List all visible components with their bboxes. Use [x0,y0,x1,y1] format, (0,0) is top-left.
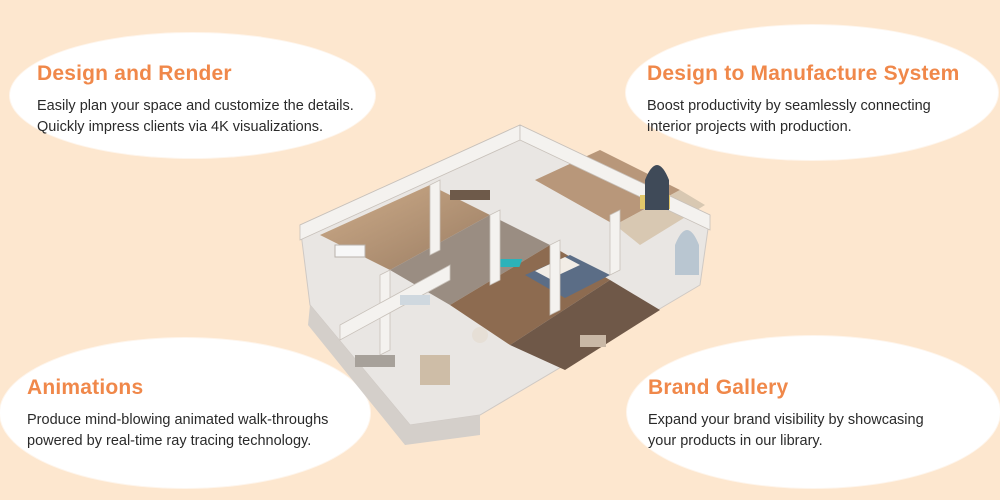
feature-bubble-brand-gallery [627,336,1000,488]
feature-line: Boost productivity by seamlessly connect… [647,98,931,114]
feature-title: Brand Gallery [648,376,789,399]
feature-bubble-design-render [10,33,375,158]
feature-description: Produce mind-blowing animated walk-throu… [27,410,367,452]
feature-bubble-animations [0,338,370,488]
feature-line: your products in our library. [648,433,823,449]
feature-title: Design to Manufacture System [647,62,960,85]
feature-animations: Animations Produce mind-blowing animated… [27,376,367,452]
feature-design-manufacture: Design to Manufacture System Boost produ… [647,62,992,138]
feature-line: Expand your brand visibility by showcasi… [648,412,924,428]
feature-description: Boost productivity by seamlessly connect… [647,96,992,138]
feature-design-render: Design and Render Easily plan your space… [37,62,377,138]
feature-title: Design and Render [37,62,232,85]
feature-brand-gallery: Brand Gallery Expand your brand visibili… [648,376,993,452]
feature-bubble-design-manufacture [626,25,998,160]
feature-description: Expand your brand visibility by showcasi… [648,410,993,452]
feature-title: Animations [27,376,144,399]
feature-line: powered by real-time ray tracing technol… [27,433,312,449]
feature-line: Quickly impress clients via 4K visualiza… [37,119,324,135]
floor-plan-illustration [299,124,711,445]
feature-line: interior projects with production. [647,119,852,135]
feature-line: Produce mind-blowing animated walk-throu… [27,412,329,428]
feature-description: Easily plan your space and customize the… [37,96,377,138]
feature-line: Easily plan your space and customize the… [37,98,354,114]
